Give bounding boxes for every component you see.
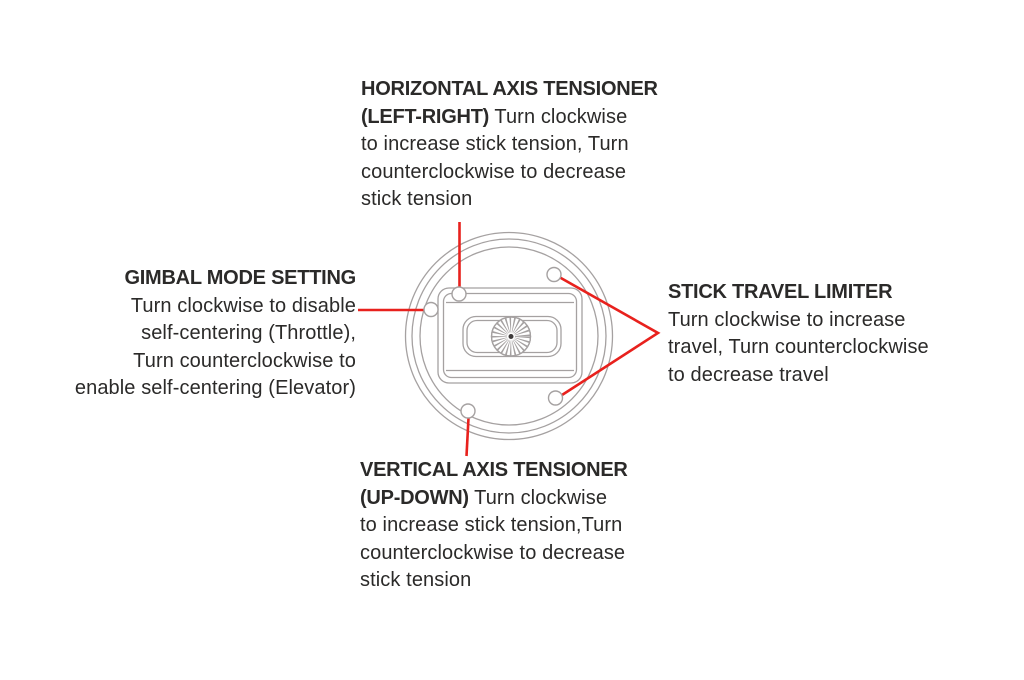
- annotation-title: GIMBAL MODE SETTING: [124, 267, 356, 289]
- annotation-line: counterclockwise to decrease: [360, 541, 626, 564]
- annotation-line: enable self-centering (Elevator): [74, 377, 356, 399]
- annotation-line: (UP-DOWN) Turn clockwise: [360, 486, 608, 509]
- annotation-line: to decrease travel: [668, 363, 829, 386]
- annotation-title: VERTICAL AXIS TENSIONER: [360, 459, 628, 481]
- outer-rings-icon: [404, 231, 614, 441]
- screw-travel-limiter-bottom: [547, 390, 564, 406]
- annotation-horizontal-axis-tensioner: HORIZONTAL AXIS TENSIONER (LEFT-RIGHT) T…: [361, 76, 658, 214]
- knurled-knob-icon: [490, 316, 532, 357]
- annotation-gimbal-mode-setting: GIMBAL MODE SETTING Turn clockwise to di…: [75, 265, 356, 403]
- annotation-stick-travel-limiter: STICK TRAVEL LIMITER Turn clockwise to i…: [668, 279, 929, 389]
- screw-gimbal-mode: [423, 301, 439, 318]
- annotation-line: to increase stick tension,Turn: [360, 514, 623, 536]
- leader-travel-limiter: [559, 276, 661, 397]
- screw-vertical-tensioner: [460, 403, 476, 419]
- screw-travel-limiter-top: [546, 266, 562, 283]
- annotation-line: Turn counterclockwise to: [133, 349, 356, 372]
- annotation-line: to increase stick tension, Turn: [361, 133, 629, 155]
- annotation-line: Turn clockwise to increase: [668, 308, 906, 331]
- screw-holes: [423, 266, 564, 419]
- screw-horizontal-tensioner: [451, 286, 467, 302]
- annotation-title: HORIZONTAL AXIS TENSIONER: [361, 78, 658, 100]
- annotation-line: Turn clockwise to disable: [130, 294, 356, 317]
- annotation-line: stick tension: [361, 188, 473, 210]
- annotation-line: travel, Turn counterclockwise: [668, 336, 929, 358]
- annotation-vertical-axis-tensioner: VERTICAL AXIS TENSIONER (UP-DOWN) Turn c…: [360, 457, 628, 595]
- leader-vertical-tensioner: [465, 417, 470, 457]
- callout-lines: [358, 222, 661, 457]
- annotation-line: counterclockwise to decrease: [361, 160, 627, 183]
- annotation-title: STICK TRAVEL LIMITER: [668, 281, 893, 303]
- annotation-line: (LEFT-RIGHT) Turn clockwise: [361, 105, 628, 128]
- annotation-line: self-centering (Throttle),: [141, 322, 356, 344]
- annotation-line: stick tension: [360, 569, 472, 591]
